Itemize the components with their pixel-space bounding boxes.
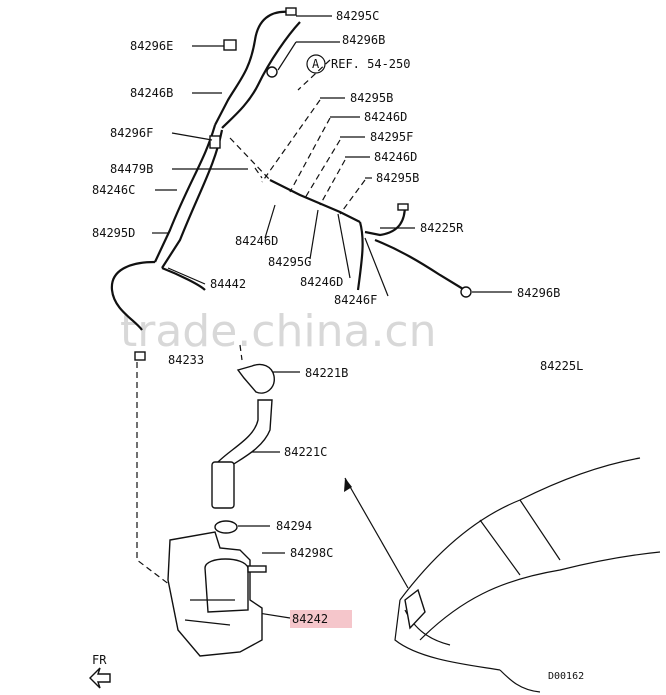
label-84295C: 84295C — [336, 9, 379, 23]
label-84246D-1: 84246D — [364, 110, 407, 124]
label-84242: 84242 — [292, 612, 328, 626]
label-84296F: 84296F — [110, 126, 153, 140]
label-84296E: 84296E — [130, 39, 173, 53]
label-84233: 84233 — [168, 353, 204, 367]
label-84221B: 84221B — [305, 366, 348, 380]
vehicle-sketch — [394, 457, 661, 693]
leader-lines — [152, 15, 512, 619]
part-labels: 84295C 84296E 84296B A REF. 54-250 84246… — [92, 9, 584, 682]
location-arrow — [344, 477, 409, 589]
label-84246C: 84246C — [92, 183, 135, 197]
label-84225R: 84225R — [420, 221, 464, 235]
label-ref: REF. 54-250 — [331, 57, 410, 71]
diagram-code: D00162 — [548, 671, 584, 682]
label-84295B-1: 84295B — [350, 91, 393, 105]
label-84221C: 84221C — [284, 445, 327, 459]
part-highlight — [290, 610, 352, 628]
label-84246D-3: 84246D — [235, 234, 278, 248]
label-84296B-top: 84296B — [342, 33, 385, 47]
connector-parts — [134, 7, 472, 361]
label-84246D-2: 84246D — [374, 150, 417, 164]
label-84246F: 84246F — [334, 293, 377, 307]
label-84295G: 84295G — [268, 255, 311, 269]
label-84246D-4: 84246D — [300, 275, 343, 289]
label-fr: FR — [92, 653, 107, 667]
ref-circle-letter: A — [312, 57, 320, 71]
label-84295B-2: 84295B — [376, 171, 419, 185]
label-84294: 84294 — [276, 519, 312, 533]
ref-circle — [306, 54, 326, 74]
label-84479B: 84479B — [110, 162, 153, 176]
washer-assembly — [136, 344, 275, 657]
label-84295D: 84295D — [92, 226, 135, 240]
label-84295F: 84295F — [370, 130, 413, 144]
label-84442: 84442 — [210, 277, 246, 291]
label-84298C: 84298C — [290, 546, 333, 560]
label-84246B: 84246B — [130, 86, 173, 100]
label-84296B-right: 84296B — [517, 286, 560, 300]
watermark: trade.china.cn — [120, 306, 437, 357]
label-84225L: 84225L — [540, 359, 583, 373]
front-direction-arrow — [89, 667, 111, 689]
